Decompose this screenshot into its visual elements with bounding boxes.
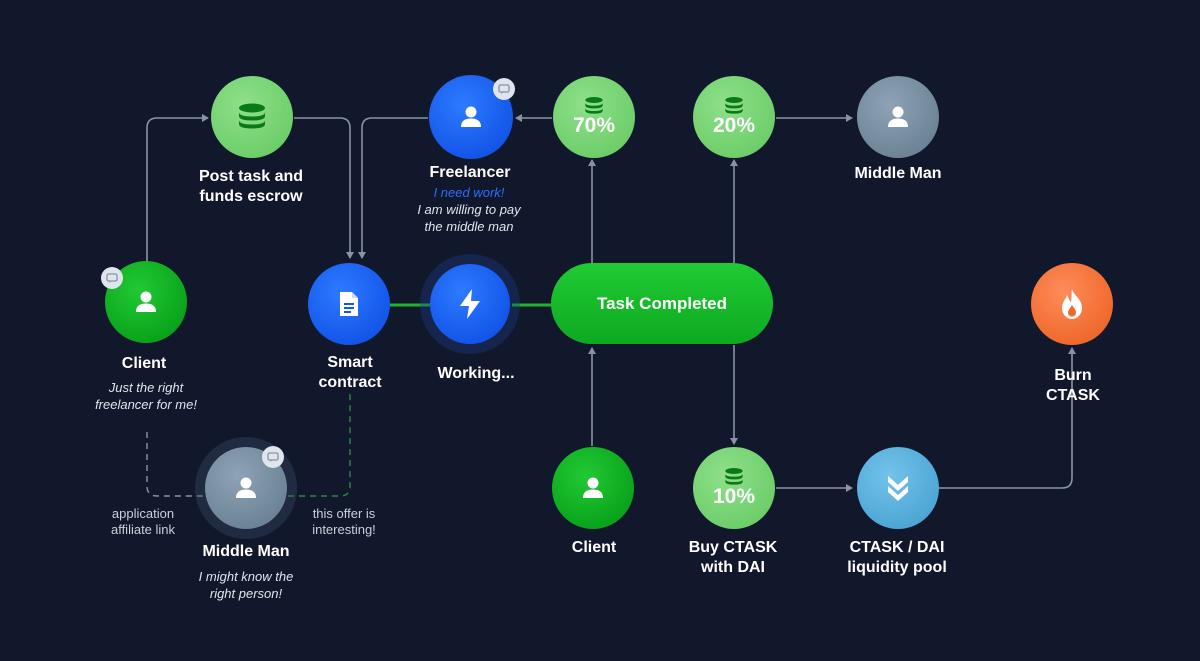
client-node xyxy=(105,261,187,343)
working-label: Working... xyxy=(437,365,515,382)
database-icon xyxy=(239,103,265,129)
client-bottom-node xyxy=(552,447,634,529)
post-task-label: Post task and funds escrow xyxy=(198,168,304,205)
edge-pool-to-burn xyxy=(939,347,1076,489)
database-icon xyxy=(585,97,603,114)
middle-man-top-node xyxy=(857,76,939,158)
edge-middle-man-to-contract xyxy=(288,392,351,497)
freelancer-note-highlight: I need work! xyxy=(433,185,505,200)
task-completed-label: Task Completed xyxy=(596,293,728,313)
share-70-value: 70% xyxy=(572,114,616,137)
freelancer-note: I need work! I am willing to pay the mid… xyxy=(417,185,521,234)
chevrons-down-icon xyxy=(888,476,908,501)
middle-man-bottom-note: I might know the right person! xyxy=(198,569,294,601)
chat-icon xyxy=(101,267,123,289)
lightning-icon xyxy=(460,289,480,319)
liquidity-pool-label: CTASK / DAI liquidity pool xyxy=(847,539,947,576)
working-node xyxy=(430,264,510,344)
share-20-value: 20% xyxy=(712,114,756,137)
post-task-node xyxy=(211,76,293,158)
smart-contract-node xyxy=(308,263,390,345)
database-icon xyxy=(725,468,743,485)
offer-interesting-note: this offer is interesting! xyxy=(312,506,376,537)
user-icon xyxy=(583,477,603,498)
freelancer-node xyxy=(429,75,513,159)
user-icon xyxy=(461,106,481,127)
edge-client-to-post-task xyxy=(146,114,209,262)
buy-ctask-label: Buy CTASK with DAI xyxy=(688,539,778,576)
liquidity-pool-node xyxy=(857,447,939,529)
share-10-node: 10% xyxy=(693,447,775,529)
client-bottom-label: Client xyxy=(571,539,617,556)
edge-post-task-to-contract xyxy=(294,117,354,259)
share-10-value: 10% xyxy=(712,485,756,508)
middle-man-bottom-label: Middle Man xyxy=(202,543,290,560)
smart-contract-label: Smart contract xyxy=(318,354,382,391)
edge-client-to-middle-man xyxy=(146,432,205,497)
task-completed-node: Task Completed xyxy=(551,263,773,344)
user-icon xyxy=(236,477,256,498)
edge-freelancer-to-contract xyxy=(358,117,428,259)
document-icon xyxy=(340,292,358,316)
chat-icon xyxy=(493,78,515,100)
affiliate-link-note: application affiliate link xyxy=(110,506,176,537)
burn-label: Burn CTASK xyxy=(1046,367,1100,404)
freelancer-label: Freelancer xyxy=(429,164,511,181)
chat-icon xyxy=(262,446,284,468)
client-note: Just the right freelancer for me! xyxy=(95,380,197,412)
user-icon xyxy=(888,106,908,127)
user-icon xyxy=(136,291,156,312)
database-icon xyxy=(725,97,743,114)
burn-node xyxy=(1031,263,1113,345)
client-label: Client xyxy=(121,355,167,372)
flame-icon xyxy=(1062,289,1082,319)
share-70-node: 70% xyxy=(553,76,635,158)
share-20-node: 20% xyxy=(693,76,775,158)
middle-man-top-label: Middle Man xyxy=(854,165,942,182)
